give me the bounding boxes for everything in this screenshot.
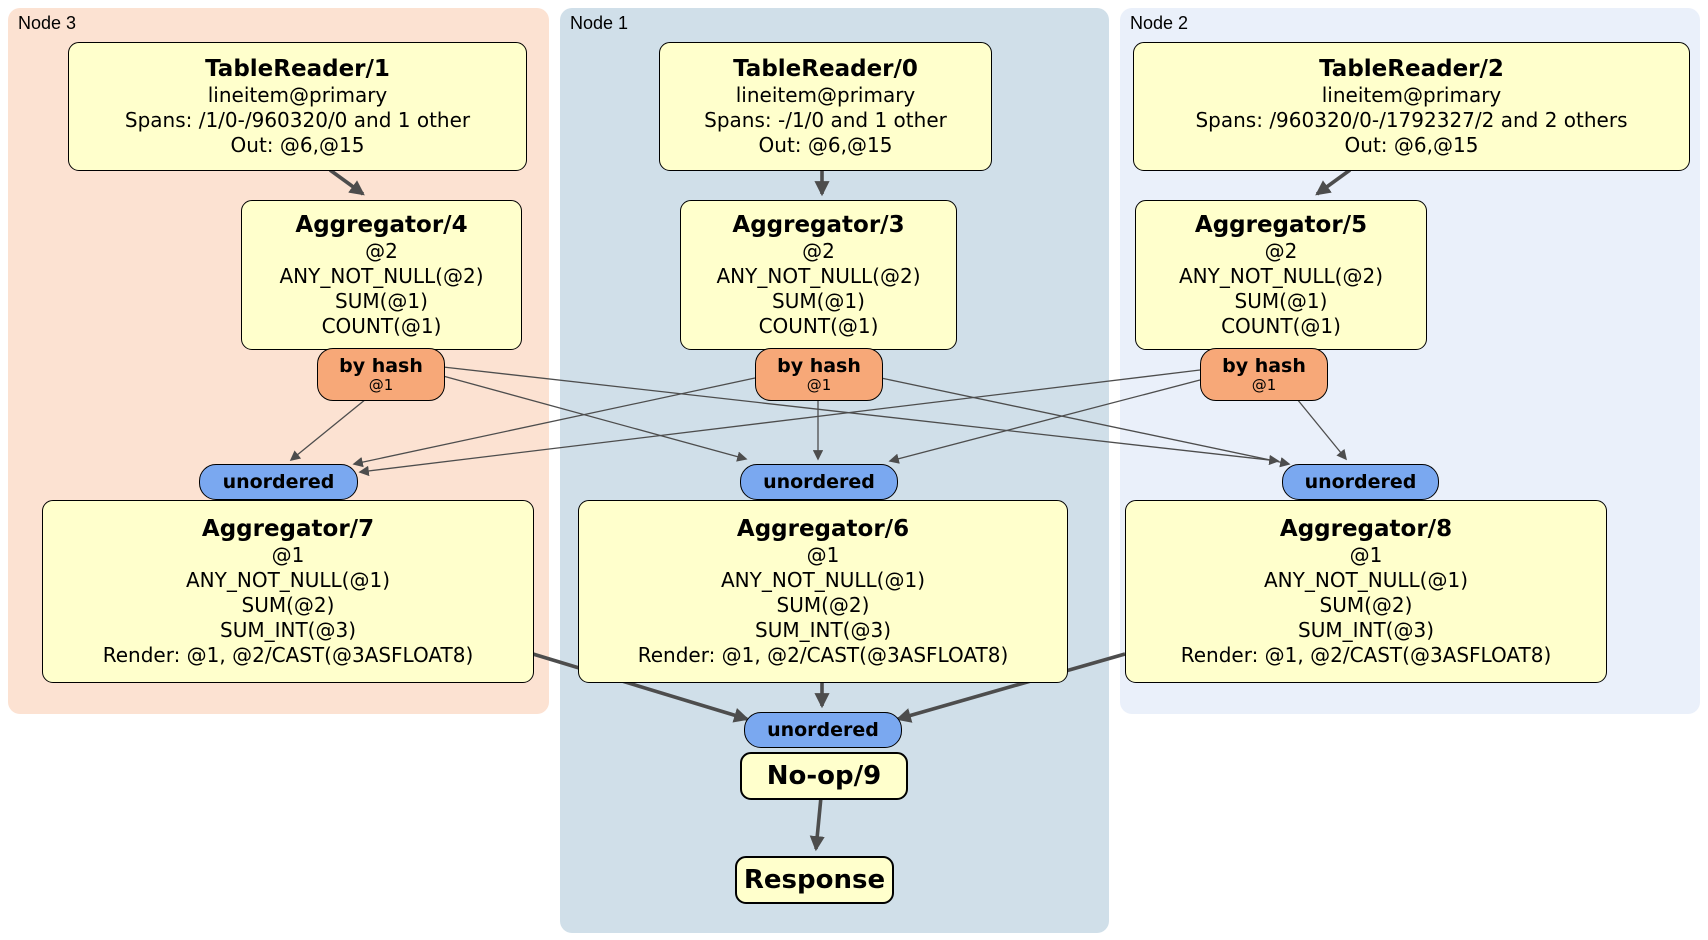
processor-title: No-op/9	[766, 761, 882, 791]
group-cols-label: @2	[365, 239, 398, 263]
processor-aggregator-6: Aggregator/6 @1 ANY_NOT_NULL(@1) SUM(@2)…	[578, 500, 1068, 683]
agg-fn-label: SUM_INT(@3)	[220, 618, 356, 642]
agg-fn-label: ANY_NOT_NULL(@1)	[186, 568, 390, 592]
agg-fn-label: SUM_INT(@3)	[1298, 618, 1434, 642]
processor-title: Aggregator/8	[1279, 516, 1453, 542]
router-key: @1	[806, 375, 832, 394]
out-label: Out: @6,@15	[1344, 133, 1479, 157]
unordered-sync-final: unordered	[744, 712, 902, 748]
agg-fn-label: SUM(@1)	[1234, 289, 1328, 313]
router-key: @1	[1251, 375, 1277, 394]
agg-fn-label: ANY_NOT_NULL(@1)	[1264, 568, 1468, 592]
processor-title: TableReader/2	[1319, 56, 1504, 82]
agg-fn-label: SUM(@1)	[335, 289, 428, 313]
processor-aggregator-5: Aggregator/5 @2 ANY_NOT_NULL(@2) SUM(@1)…	[1135, 200, 1427, 350]
index-label: lineitem@primary	[735, 83, 916, 107]
render-label: Render: @1, @2/CAST(@3ASFLOAT8)	[102, 643, 474, 667]
region-label-node3: Node 3	[18, 13, 77, 33]
router-label: by hash	[777, 354, 861, 377]
index-label: lineitem@primary	[1321, 83, 1502, 107]
processor-title: Response	[743, 865, 886, 895]
unordered-sync-node2: unordered	[1282, 464, 1439, 500]
processor-aggregator-8: Aggregator/8 @1 ANY_NOT_NULL(@1) SUM(@2)…	[1125, 500, 1607, 683]
group-cols-label: @2	[1264, 239, 1298, 263]
agg-fn-label: COUNT(@1)	[758, 314, 879, 338]
index-label: lineitem@primary	[207, 83, 388, 107]
sync-label: unordered	[1304, 471, 1417, 493]
processor-tablereader-1: TableReader/1 lineitem@primary Spans: /1…	[68, 42, 527, 171]
processor-title: Aggregator/6	[736, 516, 910, 542]
agg-fn-label: COUNT(@1)	[321, 314, 442, 338]
processor-aggregator-7: Aggregator/7 @1 ANY_NOT_NULL(@1) SUM(@2)…	[42, 500, 534, 683]
agg-fn-label: COUNT(@1)	[1221, 314, 1341, 338]
agg-fn-label: SUM(@2)	[776, 593, 870, 617]
processor-tablereader-2: TableReader/2 lineitem@primary Spans: /9…	[1133, 42, 1690, 171]
unordered-sync-node3: unordered	[199, 464, 358, 500]
unordered-sync-node1: unordered	[740, 464, 898, 500]
group-cols-label: @1	[806, 543, 840, 567]
processor-tablereader-0: TableReader/0 lineitem@primary Spans: -/…	[659, 42, 992, 171]
agg-fn-label: ANY_NOT_NULL(@1)	[721, 568, 925, 592]
out-label: Out: @6,@15	[230, 133, 365, 157]
processor-aggregator-4: Aggregator/4 @2 ANY_NOT_NULL(@2) SUM(@1)…	[241, 200, 522, 350]
render-label: Render: @1, @2/CAST(@3ASFLOAT8)	[637, 643, 1009, 667]
processor-title: TableReader/1	[205, 56, 390, 82]
response-node: Response	[735, 856, 894, 904]
group-cols-label: @1	[1349, 543, 1383, 567]
processor-aggregator-3: Aggregator/3 @2 ANY_NOT_NULL(@2) SUM(@1)…	[680, 200, 957, 350]
group-cols-label: @2	[802, 239, 835, 263]
router-key: @1	[368, 375, 394, 394]
spans-label: Spans: /960320/0-/1792327/2 and 2 others	[1195, 108, 1628, 132]
agg-fn-label: SUM(@1)	[772, 289, 865, 313]
agg-fn-label: ANY_NOT_NULL(@2)	[716, 264, 921, 288]
agg-fn-label: ANY_NOT_NULL(@2)	[1179, 264, 1383, 288]
out-label: Out: @6,@15	[758, 133, 893, 157]
processor-title: Aggregator/4	[295, 212, 468, 238]
group-cols-label: @1	[271, 543, 305, 567]
router-label: by hash	[339, 354, 423, 377]
processor-title: Aggregator/5	[1194, 212, 1368, 238]
region-label-node1: Node 1	[570, 13, 629, 33]
render-label: Render: @1, @2/CAST(@3ASFLOAT8)	[1180, 643, 1552, 667]
hash-router-node1: by hash @1	[755, 348, 883, 401]
processor-title: Aggregator/3	[732, 212, 905, 238]
processor-title: Aggregator/7	[201, 516, 375, 542]
region-label-node2: Node 2	[1130, 13, 1189, 33]
hash-router-node2: by hash @1	[1200, 348, 1328, 401]
spans-label: Spans: /1/0-/960320/0 and 1 other	[124, 108, 471, 132]
router-label: by hash	[1222, 354, 1306, 377]
spans-label: Spans: -/1/0 and 1 other	[704, 108, 947, 132]
hash-router-node3: by hash @1	[317, 348, 445, 401]
sync-label: unordered	[767, 719, 879, 741]
sync-label: unordered	[763, 471, 875, 493]
agg-fn-label: SUM(@2)	[1319, 593, 1413, 617]
processor-title: TableReader/0	[733, 56, 918, 82]
sync-label: unordered	[222, 471, 335, 493]
agg-fn-label: SUM(@2)	[241, 593, 335, 617]
processor-noop-9: No-op/9	[740, 752, 908, 800]
agg-fn-label: SUM_INT(@3)	[755, 618, 891, 642]
agg-fn-label: ANY_NOT_NULL(@2)	[279, 264, 484, 288]
